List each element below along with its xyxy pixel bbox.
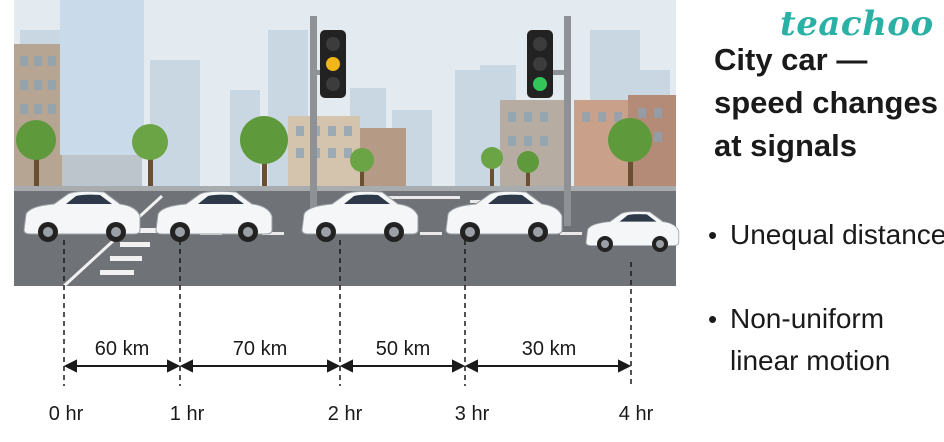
arrow-segment-3: [339, 359, 466, 373]
title-line-3: at signals: [714, 128, 857, 163]
bullet-unequal-distances: • Unequal distances: [708, 214, 944, 256]
arrow-segment-1: [63, 359, 181, 373]
street-illustration: [14, 0, 680, 288]
bullet-text: Unequal distances: [730, 219, 944, 250]
buildings: [14, 0, 676, 192]
car-at-3hr: [445, 190, 563, 242]
arrow-segment-2: [179, 359, 341, 373]
traffic-light-green: [527, 16, 571, 226]
timeline: [63, 240, 632, 386]
time-label-0hr: 0 hr: [48, 403, 84, 425]
bullet-dot: •: [708, 220, 718, 250]
segment-label-4: 30 km: [521, 338, 577, 360]
time-label-3hr: 3 hr: [454, 403, 490, 425]
arrow-segment-4: [464, 359, 632, 373]
car-at-4hr: [585, 211, 680, 252]
cars: [23, 190, 680, 252]
title-line-2: speed changes: [714, 85, 938, 120]
slide-title: City car — speed changes at signals: [714, 38, 938, 167]
segment-label-2: 70 km: [232, 338, 288, 360]
traffic-light-amber: [310, 16, 346, 220]
bullet-non-uniform-motion: • Non-uniform linear motion: [708, 298, 890, 382]
car-at-1hr: [155, 190, 273, 242]
crosswalk: [100, 228, 158, 275]
bullet-dot: •: [708, 304, 718, 334]
segment-label-3: 50 km: [375, 338, 431, 360]
trees: [16, 116, 652, 190]
segment-label-1: 60 km: [94, 338, 150, 360]
time-label-1hr: 1 hr: [169, 403, 205, 425]
car-at-0hr: [23, 190, 141, 242]
time-label-4hr: 4 hr: [618, 403, 654, 425]
bullet-text-line-1: Non-uniform: [730, 303, 885, 334]
title-line-1: City car —: [714, 42, 868, 77]
time-label-2hr: 2 hr: [327, 403, 363, 425]
car-at-2hr: [301, 190, 419, 242]
bullet-text-line-2: linear motion: [730, 345, 891, 376]
teachoo-logo: teachoo: [780, 4, 934, 44]
